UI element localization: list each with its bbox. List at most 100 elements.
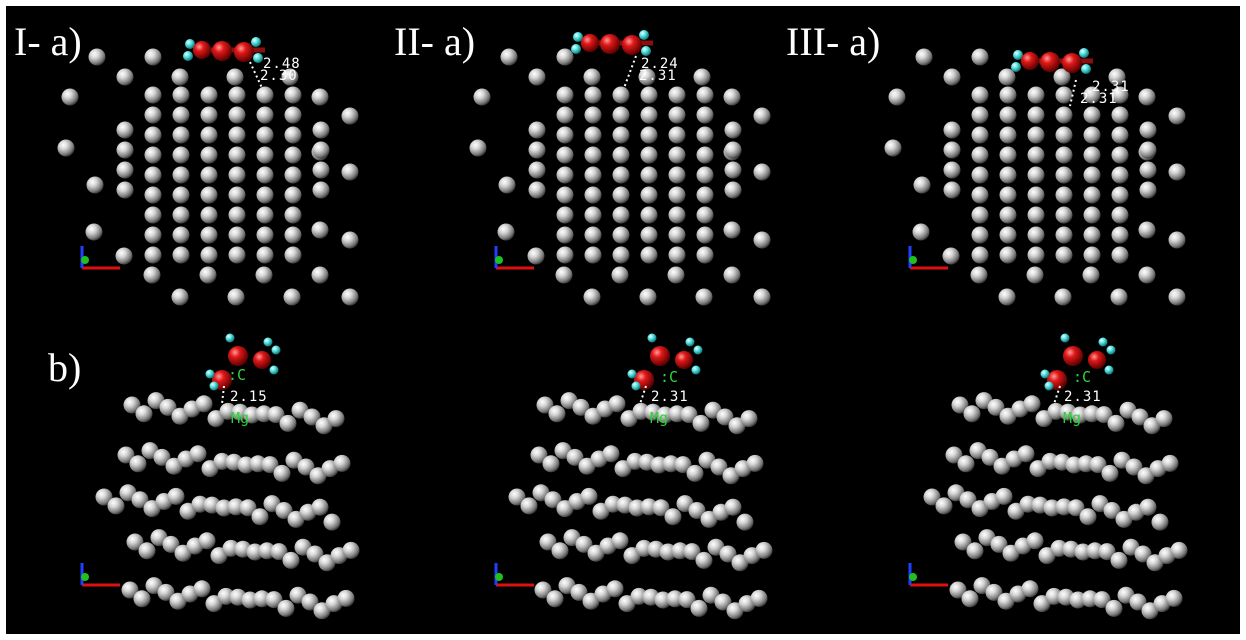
metal-atom: [200, 246, 218, 264]
metal-atom: [640, 126, 658, 144]
metal-atom: [303, 408, 321, 426]
metal-atom: [753, 163, 771, 181]
metal-atom: [228, 206, 246, 224]
metal-atom: [998, 68, 1016, 86]
metal-atom: [999, 166, 1017, 184]
metal-atom: [584, 206, 602, 224]
metal-atom: [612, 186, 630, 204]
metal-atom: [1027, 86, 1045, 104]
metal-atom: [530, 446, 548, 464]
metal-atom: [556, 226, 574, 244]
metal-atom: [999, 206, 1017, 224]
metal-atom: [528, 121, 546, 139]
metal-atom: [1111, 166, 1129, 184]
metal-atom: [667, 266, 685, 284]
metal-atom: [284, 126, 302, 144]
metal-atom: [131, 491, 149, 509]
metal-atom: [1023, 395, 1041, 413]
metal-atom: [668, 106, 686, 124]
metal-atom: [341, 288, 359, 306]
hydrogen-atom: [647, 333, 657, 343]
metal-atom: [116, 68, 134, 86]
metal-atom: [284, 226, 302, 244]
metal-atom: [1021, 580, 1039, 598]
metal-atom: [312, 161, 330, 179]
hydrogen-atom: [1013, 50, 1023, 60]
metal-atom: [1055, 166, 1073, 184]
metal-atom: [171, 288, 189, 306]
hydrogen-atom: [1011, 62, 1021, 72]
metal-atom: [570, 583, 588, 601]
metal-atom: [584, 86, 602, 104]
metal-atom: [556, 126, 574, 144]
distance-line: [221, 385, 225, 405]
metal-atom: [639, 288, 657, 306]
metal-atom: [1027, 226, 1045, 244]
metal-atom: [200, 146, 218, 164]
metal-atom: [341, 231, 359, 249]
metal-atom: [584, 166, 602, 184]
metal-atom: [256, 206, 274, 224]
metal-atom: [612, 146, 630, 164]
metal-atom: [736, 513, 754, 531]
metal-atom: [172, 86, 190, 104]
metal-atom: [256, 186, 274, 204]
metal-atom: [640, 206, 658, 224]
metal-atom: [664, 508, 682, 526]
metal-atom: [612, 106, 630, 124]
metal-atom: [86, 176, 104, 194]
metal-atom: [1161, 454, 1179, 472]
axis-y: [495, 573, 503, 581]
metal-atom: [1139, 121, 1157, 139]
metal-atom: [144, 106, 162, 124]
metal-atom: [884, 139, 902, 157]
metal-atom: [668, 206, 686, 224]
metal-atom: [696, 166, 714, 184]
metal-atom: [971, 48, 989, 66]
metal-atom: [954, 533, 972, 551]
metal-atom: [473, 88, 491, 106]
metal-atom: [144, 86, 162, 104]
distance-label: 2.48: [263, 56, 301, 72]
metal-atom: [957, 455, 975, 473]
distance-line: [1053, 385, 1061, 405]
metal-atom: [1017, 445, 1035, 463]
metal-atom: [172, 166, 190, 184]
metal-atom: [611, 266, 629, 284]
metal-atom: [1168, 107, 1186, 125]
metal-atom: [1168, 288, 1186, 306]
hydrogen-atom: [209, 381, 219, 391]
metal-atom: [1083, 226, 1101, 244]
magnesium-label: Mg: [1063, 409, 1082, 427]
metal-atom: [1027, 186, 1045, 204]
hydrogen-atom: [1104, 365, 1114, 375]
metal-atom: [915, 48, 933, 66]
metal-atom: [256, 146, 274, 164]
metal-atom: [1131, 408, 1149, 426]
hydrogen-atom: [1040, 369, 1050, 379]
metal-atom: [1139, 141, 1157, 159]
metal-atom: [990, 535, 1008, 553]
metal-atom: [1095, 406, 1113, 424]
distance-line: [623, 55, 637, 89]
hydrogen-atom: [1106, 345, 1116, 355]
axis-y: [909, 573, 917, 581]
metal-atom: [311, 266, 329, 284]
metal-atom: [544, 491, 562, 509]
metal-atom: [284, 206, 302, 224]
metal-atom: [200, 106, 218, 124]
metal-atom: [723, 88, 741, 106]
metal-atom: [198, 532, 216, 550]
hydrogen-atom: [1081, 64, 1091, 74]
magnesium-label: Mg: [650, 409, 669, 427]
metal-atom: [584, 146, 602, 164]
metal-atom: [341, 163, 359, 181]
metal-atom: [227, 288, 245, 306]
metal-atom: [172, 206, 190, 224]
metal-atom: [652, 499, 670, 517]
metal-atom: [584, 106, 602, 124]
metal-atom: [971, 106, 989, 124]
metal-atom: [273, 464, 291, 482]
metal-atom: [555, 266, 573, 284]
